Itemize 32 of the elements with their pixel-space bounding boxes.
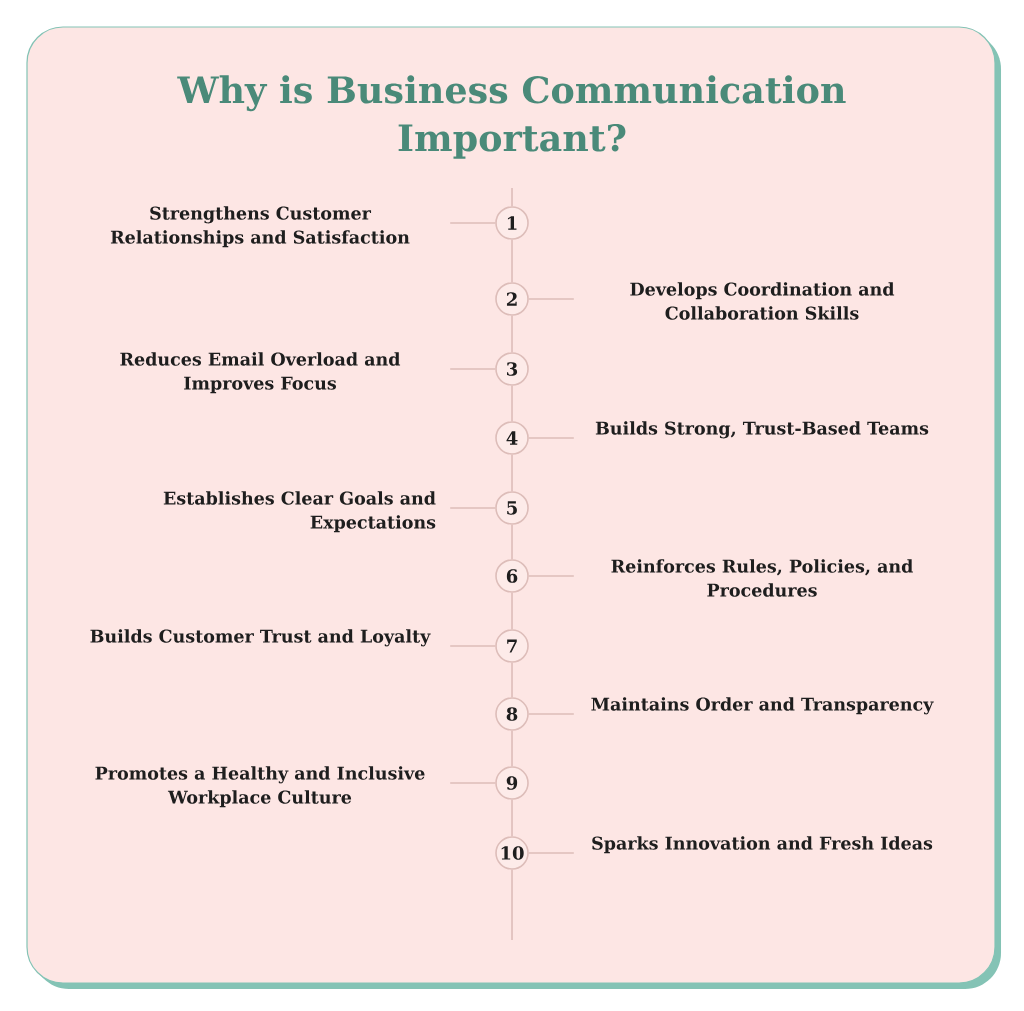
timeline-line — [511, 187, 513, 207]
timeline-line — [511, 315, 513, 353]
item-text: Strengthens Customer Relationships and Satisfaction — [110, 206, 410, 248]
item-text: Sparks Innovation and Fresh Ideas — [592, 836, 933, 854]
leader-line — [528, 298, 575, 300]
leader-line — [528, 852, 575, 854]
title: Why is Business Communication Important? — [177, 75, 846, 159]
timeline-line — [511, 730, 513, 767]
leader-line — [449, 645, 496, 647]
item-text: Reduces Email Overload and Improves Focus — [120, 352, 401, 394]
item-text: Builds Customer Trust and Loyalty — [90, 629, 431, 647]
item-text: Reinforces Rules, Policies, and Procedures — [611, 559, 913, 597]
timeline-line — [511, 799, 513, 837]
item-text: Establishes Clear Goals and Expectations — [163, 491, 436, 533]
leader-line — [449, 222, 496, 224]
leader-line — [449, 782, 496, 784]
timeline-line — [511, 869, 513, 941]
item-text: Builds Strong, Trust-Based Teams — [595, 421, 929, 439]
timeline-line — [511, 662, 513, 698]
leader-line — [449, 368, 496, 370]
leader-line — [449, 507, 496, 509]
item-text: Maintains Order and Transparency — [591, 697, 934, 715]
timeline-line — [511, 385, 513, 422]
timeline-line — [511, 592, 513, 630]
timeline-line — [511, 239, 513, 283]
item-text: Promotes a Healthy and Inclusive Workplace Culture — [95, 766, 425, 808]
leader-line — [528, 575, 575, 577]
item-text: Develops Coordination and Collaboration Skills — [630, 282, 895, 320]
timeline-line — [511, 524, 513, 560]
timeline-line — [511, 454, 513, 492]
leader-line — [528, 713, 575, 715]
leader-line — [528, 437, 575, 439]
